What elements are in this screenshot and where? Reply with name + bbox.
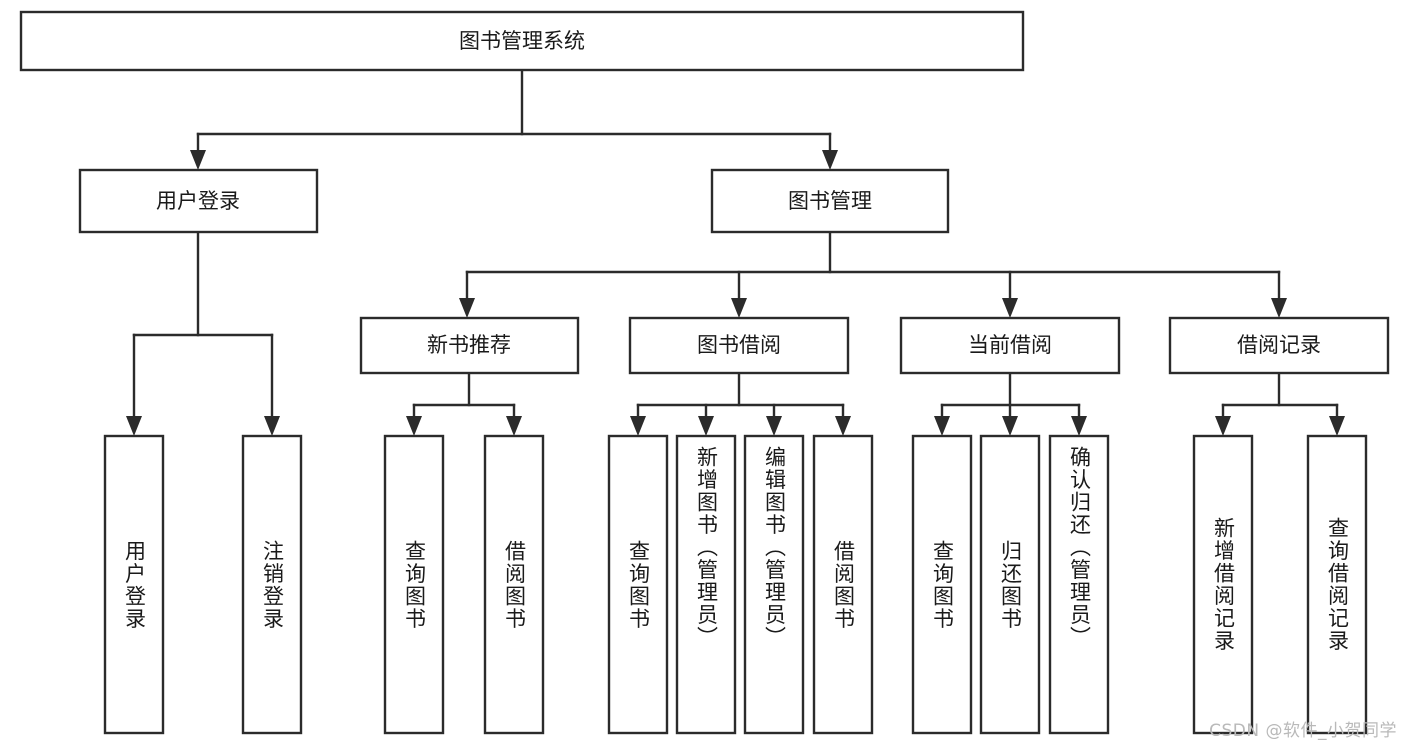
watermark-text: CSDN @软件_小贺同学 [1209, 721, 1397, 741]
node-leaf-add-book-box[interactable] [675, 434, 737, 735]
node-borrow-record[interactable]: 借阅记录 [1168, 316, 1390, 375]
node-leaf-query-book-2-box[interactable] [607, 434, 669, 735]
arrowhead-leaf-edit-book [766, 416, 782, 436]
node-current-borrow[interactable]: 当前借阅 [899, 316, 1121, 375]
node-book-management-box[interactable] [710, 168, 950, 234]
arrowhead-leaf-query-borrow-record [1329, 416, 1345, 436]
node-book-management-label: 图书管理 [788, 189, 872, 213]
node-leaf-return-book-box[interactable] [979, 434, 1041, 735]
arrowhead-book-management [822, 150, 838, 170]
node-new-book-recommend-box[interactable] [359, 316, 580, 375]
arrowhead-leaf-confirm-return [1071, 416, 1087, 436]
connector-layer [126, 68, 1345, 436]
arrowhead-book-borrow [731, 298, 747, 318]
node-current-borrow-label: 当前借阅 [968, 333, 1052, 357]
arrowhead-leaf-add-borrow-record [1215, 416, 1231, 436]
node-borrow-record-label: 借阅记录 [1237, 333, 1321, 357]
node-user-login[interactable]: 用户登录 [78, 168, 319, 234]
node-leaf-query-book-3-box[interactable] [911, 434, 973, 735]
node-book-borrow[interactable]: 图书借阅 [628, 316, 850, 375]
node-book-management[interactable]: 图书管理 [710, 168, 950, 234]
node-root[interactable]: 图书管理系统 [19, 10, 1025, 72]
node-new-book-recommend-label: 新书推荐 [427, 333, 511, 357]
node-new-book-recommend[interactable]: 新书推荐 [359, 316, 580, 375]
arrowhead-leaf-add-book [698, 416, 714, 436]
node-leaf-query-borrow-record-box[interactable] [1306, 434, 1368, 735]
arrowhead-leaf-query-book-3 [934, 416, 950, 436]
node-book-borrow-box[interactable] [628, 316, 850, 375]
arrowhead-leaf-user-login [126, 416, 142, 436]
arrowhead-leaf-query-book-1 [406, 416, 422, 436]
node-current-borrow-box[interactable] [899, 316, 1121, 375]
node-leaf-query-book-1-box[interactable] [383, 434, 445, 735]
node-layer: 图书管理系统 用户登录 图书管理 新书推荐 图书借阅 当前 [19, 10, 1390, 735]
arrowhead-leaf-logout-login [264, 416, 280, 436]
node-leaf-logout-login-box[interactable] [241, 434, 303, 735]
arrowhead-user-login [190, 150, 206, 170]
node-user-login-label: 用户登录 [156, 189, 240, 213]
node-borrow-record-box[interactable] [1168, 316, 1390, 375]
arrowhead-current-borrow [1002, 298, 1018, 318]
node-user-login-box[interactable] [78, 168, 319, 234]
arrowhead-new-book-recommend [459, 298, 475, 318]
arrowhead-leaf-borrow-book-2 [835, 416, 851, 436]
node-leaf-confirm-return-box[interactable] [1048, 434, 1110, 735]
node-leaf-edit-book-box[interactable] [743, 434, 805, 735]
arrowhead-leaf-query-book-2 [630, 416, 646, 436]
arrowhead-leaf-return-book [1002, 416, 1018, 436]
arrowhead-leaf-borrow-book-1 [506, 416, 522, 436]
node-root-box[interactable] [19, 10, 1025, 72]
node-leaf-borrow-book-1-box[interactable] [483, 434, 545, 735]
node-leaf-borrow-book-2-box[interactable] [812, 434, 874, 735]
node-leaf-user-login-box[interactable] [103, 434, 165, 735]
node-root-label: 图书管理系统 [459, 29, 585, 53]
node-book-borrow-label: 图书借阅 [697, 333, 781, 357]
node-leaf-add-borrow-record-box[interactable] [1192, 434, 1254, 735]
arrowhead-borrow-record [1271, 298, 1287, 318]
